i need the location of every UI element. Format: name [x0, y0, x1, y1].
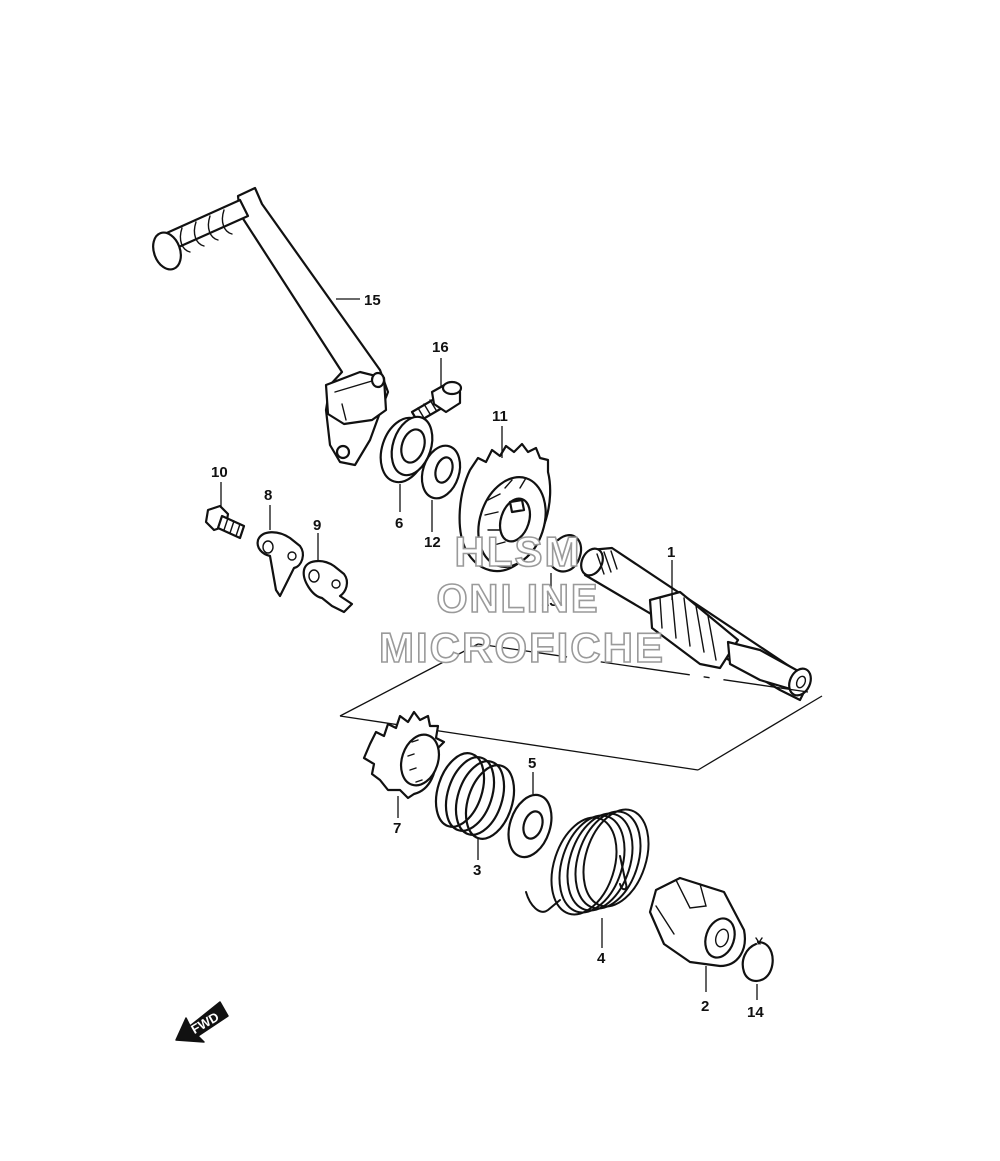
washer-part-5[interactable]: [501, 789, 559, 862]
lock-plate-part-9[interactable]: [302, 560, 354, 614]
watermark-line-2: ONLINE: [436, 577, 599, 621]
callout-7: 7: [393, 820, 401, 837]
oil-seal-part-6[interactable]: [373, 412, 439, 489]
callout-5: 5: [528, 755, 536, 772]
callout-3: 3: [473, 862, 481, 879]
callout-1: 1: [667, 544, 675, 561]
kick-drive-gear-part-7[interactable]: [362, 710, 446, 800]
watermark: HLSM ONLINE MICROFICHE: [378, 527, 665, 672]
kick-lever-part-15[interactable]: [148, 186, 390, 467]
watermark-line-1: HLSM: [455, 528, 582, 575]
callout-11: 11: [492, 408, 508, 425]
bolt-part-10[interactable]: [204, 504, 246, 540]
circlip-part-13[interactable]: [548, 534, 583, 573]
callout-12: 12: [424, 534, 441, 551]
callout-4: 4: [597, 950, 606, 967]
bolt-part-16[interactable]: [410, 380, 463, 424]
watermark-line-3: MICROFICHE: [379, 624, 665, 671]
callout-15: 15: [364, 292, 381, 309]
callout-16: 16: [432, 339, 449, 356]
callout-14: 14: [747, 1004, 764, 1021]
kick-shaft-part-1[interactable]: [577, 545, 815, 702]
return-spring-part-4[interactable]: [525, 801, 660, 923]
spring-guide-part-2[interactable]: [648, 876, 746, 968]
callout-2: 2: [701, 998, 709, 1015]
kick-idle-gear-part-11[interactable]: [458, 442, 557, 576]
callout-13: 13: [541, 593, 558, 610]
circlip-part-14[interactable]: [741, 937, 774, 983]
callout-8: 8: [264, 487, 272, 504]
fwd-direction-arrow: FWD: [175, 1001, 229, 1043]
callout-10: 10: [211, 464, 228, 481]
callout-6: 6: [395, 515, 403, 532]
guide-plate-part-8[interactable]: [256, 531, 304, 598]
washer-part-12[interactable]: [416, 441, 467, 503]
callout-9: 9: [313, 517, 321, 534]
